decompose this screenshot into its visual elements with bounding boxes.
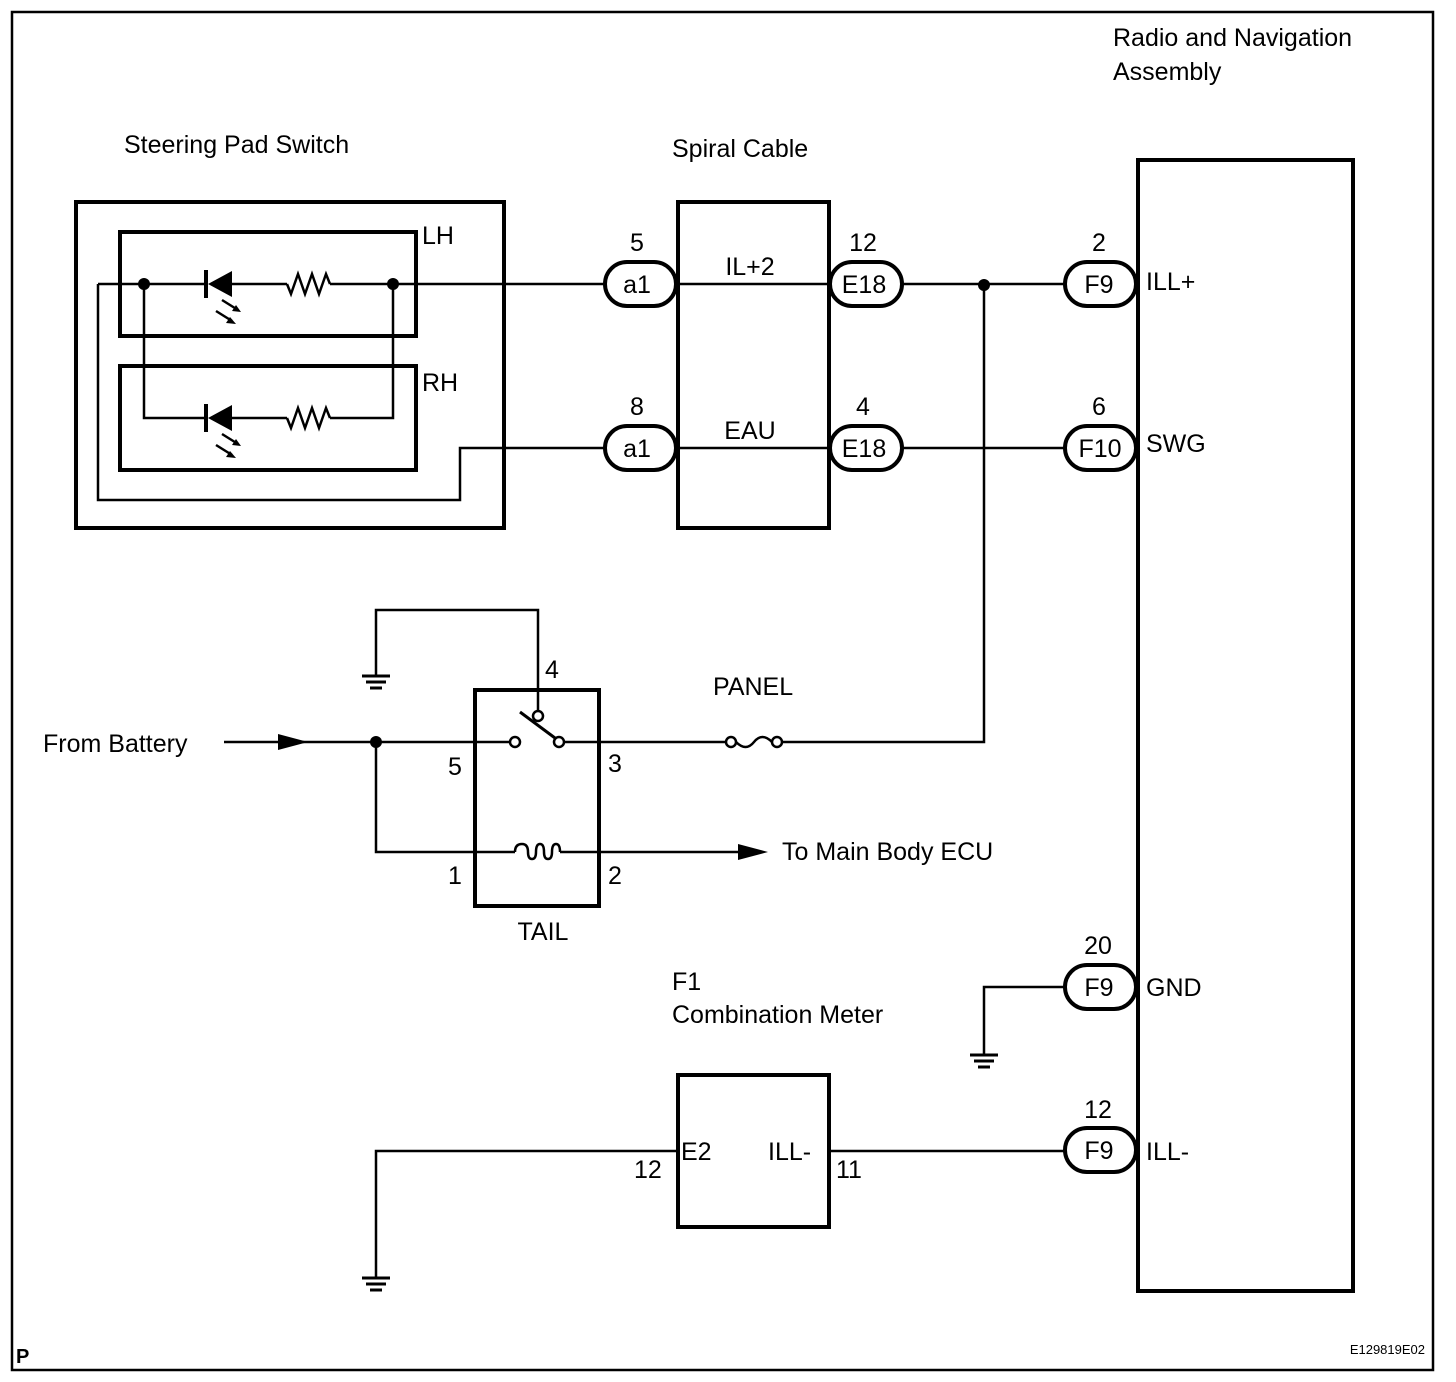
arrow-right-icon [738,844,768,860]
connector-id: a1 [623,271,651,299]
to-main-body-ecu-label: To Main Body ECU [782,838,993,866]
terminal-ill-minus-meter: ILL- [768,1138,811,1166]
terminal-ill-plus: ILL+ [1146,268,1195,296]
fuse-icon [724,735,784,749]
diagram-frame [10,10,1435,1372]
panel-fuse-label: PANEL [713,673,793,701]
terminal-e2: E2 [681,1138,712,1166]
pin-number: 6 [1092,393,1106,421]
rh-switch-box [118,364,418,472]
pin-number: 20 [1084,932,1112,960]
led-icon [204,270,241,324]
wire-e2-ground [374,1149,678,1277]
pin-number: 2 [1092,229,1106,257]
ground-icon [970,1053,998,1069]
pin-12-meter: 12 [634,1156,662,1184]
connector-a1-pin5: a1 5 [603,229,678,308]
radio-navigation-assembly-box [1136,158,1355,1293]
wire-segment [142,284,205,420]
ground-icon [362,674,390,690]
connector-id: a1 [623,435,651,463]
radio-nav-title-line1: Radio and Navigation [1113,24,1352,52]
connector-f10-pin6: F10 6 [1063,393,1138,472]
steering-pad-switch-box [74,200,506,530]
connector-id: E18 [842,435,886,463]
connector-f9-pin2: F9 2 [1063,229,1138,308]
pin-3: 3 [608,750,622,778]
pin-number: 8 [630,393,644,421]
arrow-right-icon [278,734,308,750]
radio-nav-title-line2: Assembly [1113,58,1222,86]
tail-relay-box [473,688,601,908]
wire-segment [330,284,395,420]
wire-eau-steering [96,284,606,502]
figure-id: E129819E02 [1350,1342,1425,1357]
connector-id: F10 [1078,435,1121,463]
pin-number: 4 [856,393,870,421]
wire-pin4-ground [374,608,540,711]
connector-e18-pin12: E18 12 [828,229,904,308]
junction-dot [138,278,150,290]
steering-pad-switch-title: Steering Pad Switch [124,131,349,159]
ground-icon [362,1276,390,1292]
relay-coil-icon [513,842,562,861]
tail-relay-label: TAIL [518,918,569,946]
connector-a1-pin8: a1 8 [603,393,678,472]
terminal-gnd: GND [1146,974,1202,1002]
steering-pad-switch: LH RH [74,200,606,530]
combination-meter-title: Combination Meter [672,1001,883,1029]
lh-label: LH [422,222,454,250]
junction-dot [370,736,382,748]
led-icon [204,404,241,458]
pin-number: 5 [630,229,644,257]
from-battery-label: From Battery [43,730,188,758]
connector-id: F9 [1084,1137,1113,1165]
junction-dot [387,278,399,290]
signal-il-plus-2: IL+2 [725,253,774,281]
wire-panel-to-ill [782,285,986,744]
connector-f9-pin20: F9 20 [1063,932,1138,1011]
spiral-cable-box [676,200,831,530]
switch-terminal [531,709,545,723]
pin-number: 12 [849,229,877,257]
combination-meter-code: F1 [672,968,701,996]
switch-contact [519,710,556,740]
terminal-swg: SWG [1146,430,1206,458]
signal-eau: EAU [724,417,775,445]
pin-2: 2 [608,862,622,890]
spiral-cable-title: Spiral Cable [672,135,808,163]
resistor-icon [285,404,332,432]
spiral-cable: IL+2 EAU [676,200,832,530]
switch-terminal [508,735,522,749]
connector-id: E18 [842,271,886,299]
connector-id: F9 [1084,271,1113,299]
pin-1: 1 [448,862,462,890]
wire-coil-feed [374,742,515,854]
wire-gnd [982,985,1066,1054]
pin-5: 5 [448,753,462,781]
rh-label: RH [422,369,458,397]
connector-e18-pin4: E18 4 [828,393,904,472]
tail-relay: TAIL 4 5 3 1 2 [362,608,740,946]
terminal-ill-minus: ILL- [1146,1138,1189,1166]
connector-id: F9 [1084,974,1113,1002]
corner-mark: P [16,1346,29,1368]
pin-4: 4 [545,656,559,684]
pin-11-meter: 11 [836,1156,862,1184]
connector-f9-pin12: F9 12 [1063,1096,1138,1174]
switch-terminal [552,735,566,749]
pin-number: 12 [1084,1096,1112,1124]
resistor-icon [285,270,332,298]
